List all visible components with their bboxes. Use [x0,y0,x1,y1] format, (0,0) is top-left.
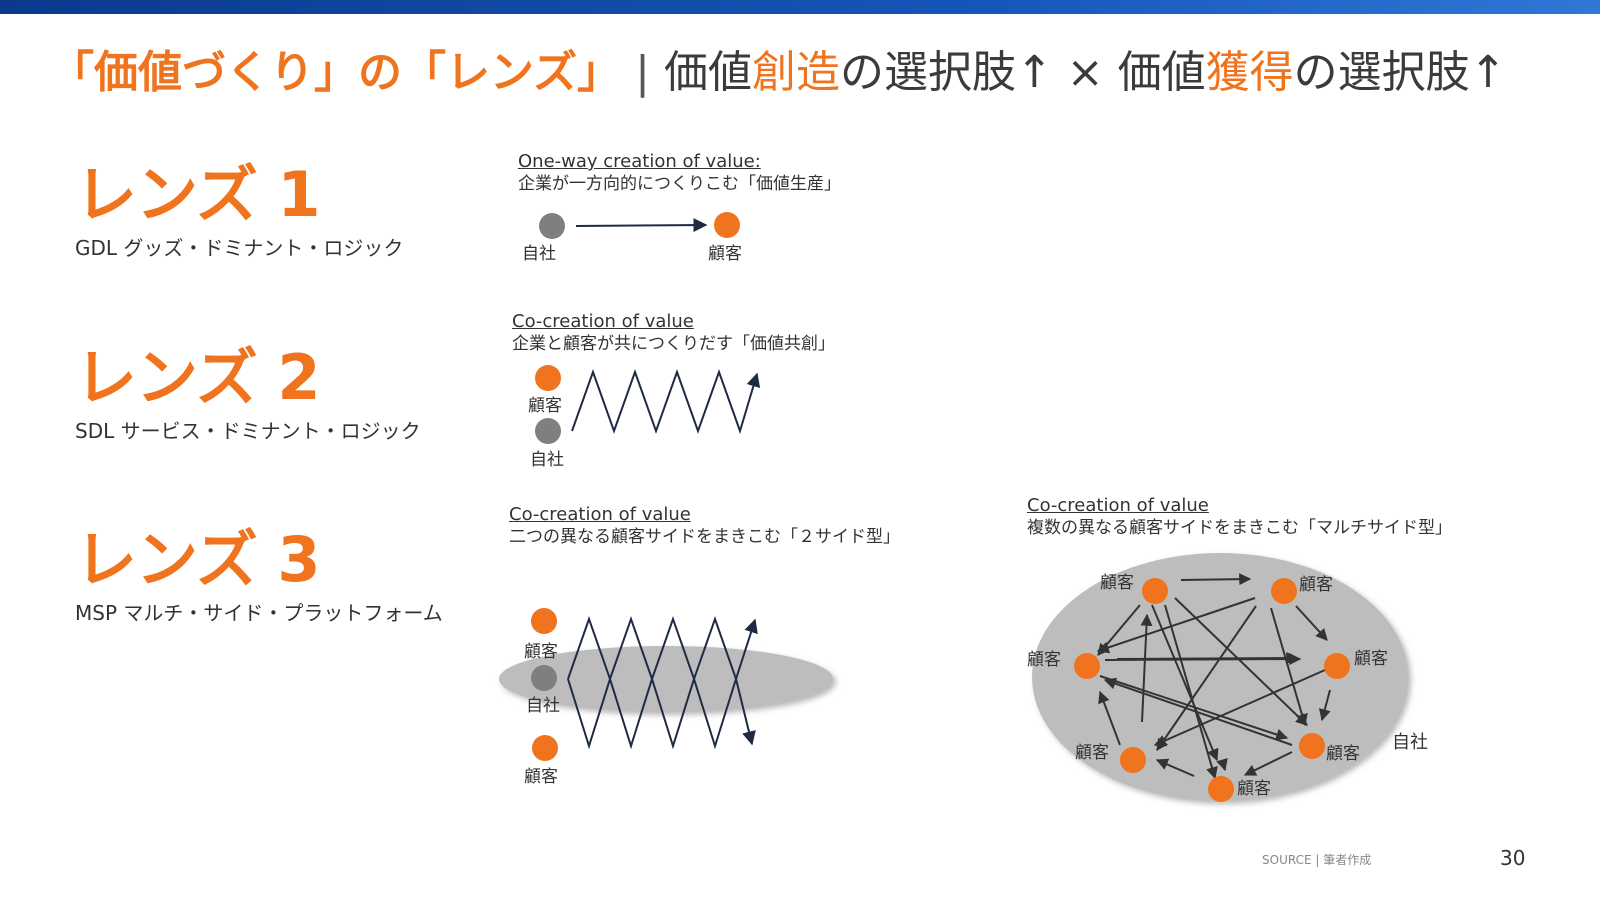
platform-ellipse [499,646,833,712]
customer-node [1120,747,1146,773]
diagram-2-bottom-label: 自社 [530,450,564,470]
diagram-4-subtitle: 複数の異なる顧客サイドをまきこむ「マルチサイド型」 [1027,518,1452,538]
diagram-3-subtitle: 二つの異なる顧客サイドをまきこむ「２サイド型」 [509,527,900,547]
diagram-3-top-label: 顧客 [524,642,558,662]
lens-1: レンズ 1 GDL グッズ・ドミナント・ロジック [75,160,403,261]
diagram-1-right-label: 顧客 [708,244,742,264]
network-arrows [1096,573,1331,780]
node-label: 顧客 [1326,744,1360,764]
top-bar [0,0,1600,14]
value-arrow [575,218,708,233]
diagram-3-caption: Co-creation of value 二つの異なる顧客サイドをまきこむ「２サ… [509,504,900,548]
company-label: 自社 [1392,732,1428,753]
co-creation-zigzag [571,369,761,435]
lens-3: レンズ 3 MSP マルチ・サイド・プラットフォーム [75,525,443,626]
lens-2: レンズ 2 SDL サービス・ドミナント・ロジック [75,343,421,444]
diagram-1-caption: One-way creation of value: 企業が一方向的につくりこむ… [518,151,841,195]
page-title: 「価値づくり」の「レンズ」 | 価値創造の選択肢↑ × 価値獲得の選択肢↑ [50,38,1507,108]
lens-1-subtitle: GDL グッズ・ドミナント・ロジック [75,236,404,260]
diagram-1-title: One-way creation of value: [518,151,761,172]
lens-2-subtitle: SDL サービス・ドミナント・ロジック [75,419,421,443]
diagram-1-left-label: 自社 [522,244,556,264]
diagram-2-top-label: 顧客 [528,396,562,416]
customer-node [714,212,740,238]
lower-zigzag [567,675,756,750]
company-node [531,665,557,691]
customer-node [1208,776,1234,802]
node-label: 顧客 [1027,650,1061,670]
lens-2-label: レンズ 2 [75,341,320,414]
diagram-2-subtitle: 企業と顧客が共につくりだす「価値共創」 [512,334,835,354]
diagram-3-mid-label: 自社 [526,696,560,716]
lens-3-subtitle: MSP マルチ・サイド・プラットフォーム [75,601,443,625]
customer-node [1142,578,1168,604]
title-text-2: の選択肢↑ × 価値 [839,47,1206,98]
diagram-2-title: Co-creation of value [512,311,694,332]
diagram-1-subtitle: 企業が一方向的につくりこむ「価値生産」 [518,174,841,194]
diagram-3-bottom-label: 顧客 [524,767,558,787]
diagram-4-title: Co-creation of value [1027,495,1209,516]
title-highlight: 「価値づくり」の「レンズ」 [50,47,622,98]
company-node [539,213,565,239]
title-text-1: 価値 [663,47,752,98]
lens-1-label: レンズ 1 [75,158,321,231]
node-label: 顧客 [1237,779,1271,799]
diagram-4-caption: Co-creation of value 複数の異なる顧客サイドをまきこむ「マル… [1027,495,1452,539]
node-label: 顧客 [1100,573,1134,593]
customer-node [1074,653,1100,679]
customer-node [1324,653,1350,679]
lens-3-label: レンズ 3 [75,523,320,596]
title-accent-2: 獲得 [1205,47,1294,98]
page-number: 30 [1500,846,1526,870]
title-separator: | [635,47,650,98]
node-label: 顧客 [1299,575,1333,595]
node-label: 顧客 [1354,649,1388,669]
customer-node [535,365,561,391]
customer-node [532,735,558,761]
customer-node [1271,578,1297,604]
company-node [535,418,561,444]
title-accent-1: 創造 [751,47,840,98]
upper-zigzag [567,615,758,683]
title-text-3: の選択肢↑ [1293,47,1507,98]
customer-node [1299,733,1325,759]
source-note: SOURCE | 筆者作成 [1262,853,1372,867]
diagram-2-caption: Co-creation of value 企業と顧客が共につくりだす「価値共創」 [512,311,835,355]
node-label: 顧客 [1075,743,1109,763]
customer-node [531,608,557,634]
diagram-3-title: Co-creation of value [509,504,691,525]
